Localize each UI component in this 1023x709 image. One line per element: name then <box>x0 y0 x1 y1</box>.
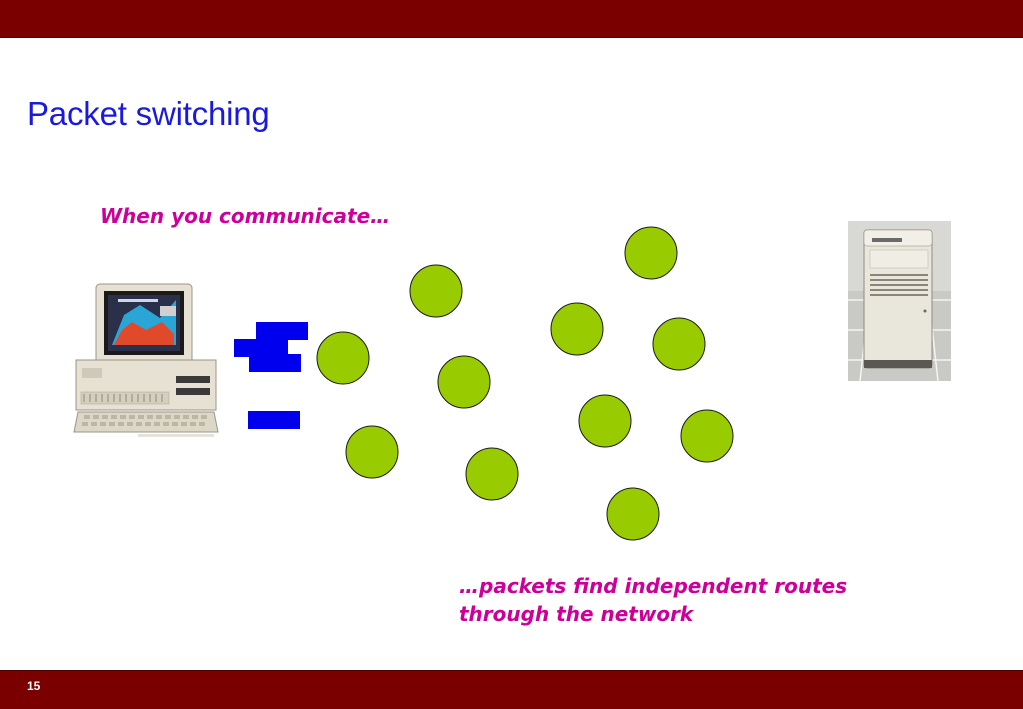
packet-1 <box>256 322 308 340</box>
page-number: 15 <box>27 679 41 693</box>
network-node <box>465 447 519 501</box>
network-node <box>437 355 491 409</box>
caption-packets-line-2: through the network <box>459 602 694 626</box>
network-node <box>316 331 370 385</box>
network-node <box>606 487 660 541</box>
caption-communicate: When you communicate… <box>100 204 391 228</box>
network-node <box>550 302 604 356</box>
packet-3 <box>249 354 301 372</box>
bottom-bar: 15 <box>0 670 1023 709</box>
packet-2 <box>234 339 288 357</box>
network-nodes <box>316 226 734 541</box>
slide-title: Packet switching <box>27 95 270 132</box>
network-node <box>409 264 463 318</box>
network-node <box>652 317 706 371</box>
packet-group <box>234 322 308 429</box>
packet-4 <box>248 411 300 429</box>
caption-packets: …packets find independent routes through… <box>459 572 929 628</box>
network-node <box>680 409 734 463</box>
top-bar <box>0 0 1023 38</box>
network-node <box>624 226 678 280</box>
network-node <box>345 425 399 479</box>
desktop-computer-icon <box>73 283 219 437</box>
server-tower-icon <box>848 221 951 382</box>
network-node <box>578 394 632 448</box>
caption-packets-line-1: …packets find independent routes <box>459 574 848 598</box>
